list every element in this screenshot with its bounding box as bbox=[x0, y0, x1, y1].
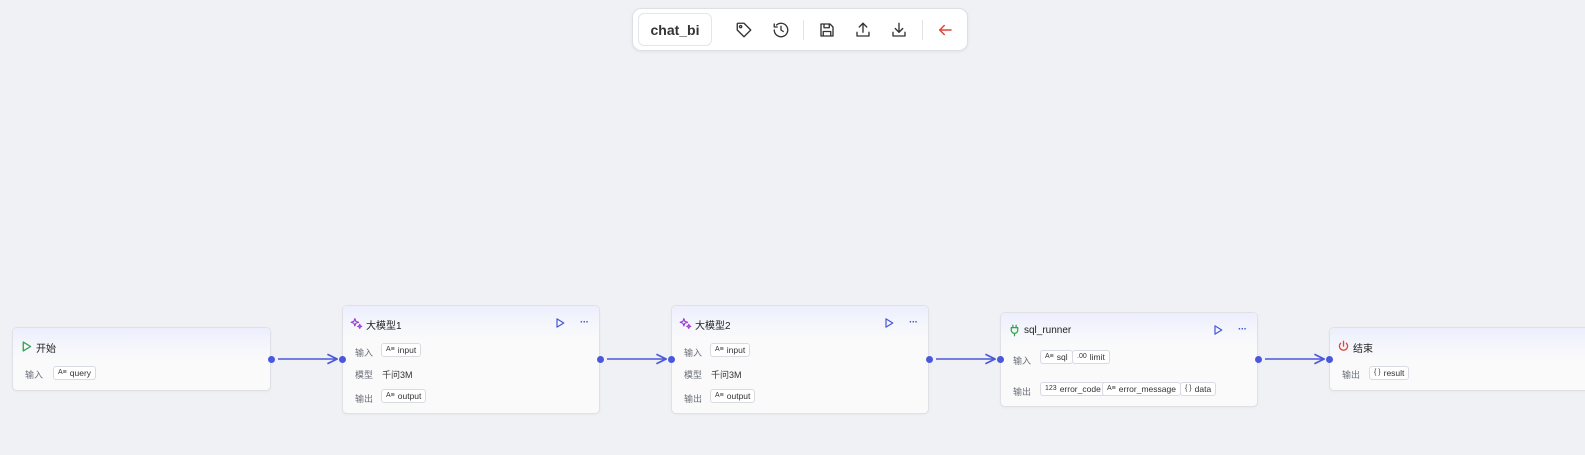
play-icon bbox=[556, 318, 565, 328]
play-icon bbox=[1214, 325, 1223, 335]
output-label: 输出 bbox=[1013, 387, 1032, 397]
sparkles-icon bbox=[350, 317, 363, 330]
import-button[interactable] bbox=[887, 18, 911, 42]
output-param-chip: A≡output bbox=[381, 389, 427, 403]
plug-icon bbox=[1008, 324, 1021, 337]
llm-node-2[interactable]: 大模型2 ··· 输入 A≡input 模型 千问3M 输出 A≡output bbox=[668, 305, 933, 414]
more-options-button[interactable]: ··· bbox=[1238, 324, 1247, 335]
back-button[interactable] bbox=[933, 18, 957, 42]
input-port[interactable] bbox=[339, 356, 346, 363]
power-icon bbox=[1337, 340, 1350, 353]
output-param-chip: A≡output bbox=[710, 389, 756, 403]
input-param-chip: A≡sql bbox=[1040, 350, 1073, 364]
end-node[interactable]: 结束 输出 { }result bbox=[1326, 327, 1585, 391]
play-icon bbox=[885, 318, 894, 328]
input-param-chip: A≡input bbox=[710, 343, 751, 357]
node-title: sql_runner bbox=[1024, 325, 1072, 336]
input-label: 输入 bbox=[25, 370, 44, 380]
run-node-button[interactable] bbox=[1212, 324, 1224, 336]
input-port[interactable] bbox=[997, 356, 1004, 363]
upload-icon bbox=[856, 22, 870, 37]
input-port[interactable] bbox=[1326, 356, 1333, 363]
node-title: 开始 bbox=[36, 344, 56, 355]
node-header bbox=[13, 328, 270, 362]
download-icon bbox=[892, 22, 906, 37]
node-header bbox=[1330, 328, 1585, 362]
output-param-chip: { }result bbox=[1369, 366, 1410, 380]
node-title: 大模型1 bbox=[366, 321, 402, 332]
history-button[interactable] bbox=[769, 18, 793, 42]
output-param-chip: A≡error_message bbox=[1102, 382, 1181, 396]
export-button[interactable] bbox=[851, 18, 875, 42]
output-port[interactable] bbox=[1255, 356, 1262, 363]
input-port[interactable] bbox=[668, 356, 675, 363]
output-label: 输出 bbox=[1342, 370, 1361, 380]
input-label: 输入 bbox=[684, 348, 703, 358]
sparkles-icon bbox=[679, 317, 692, 330]
play-icon bbox=[20, 340, 33, 353]
arrow-left-icon bbox=[939, 24, 952, 36]
output-port[interactable] bbox=[597, 356, 604, 363]
node-title: 结束 bbox=[1353, 344, 1373, 355]
toolbar-divider bbox=[803, 20, 804, 40]
node-header bbox=[343, 306, 599, 340]
model-label: 模型 bbox=[355, 370, 374, 380]
output-port[interactable] bbox=[926, 356, 933, 363]
output-label: 输出 bbox=[355, 394, 374, 404]
tag-icon bbox=[736, 22, 752, 38]
more-options-button[interactable]: ··· bbox=[909, 317, 918, 328]
model-value: 千问3M bbox=[711, 370, 742, 380]
tag-button[interactable] bbox=[732, 18, 756, 42]
llm-node-1[interactable]: 大模型1 ··· 输入 A≡input 模型 千问3M 输出 A≡output bbox=[339, 305, 604, 414]
output-param-chip: { }data bbox=[1180, 382, 1217, 396]
save-icon bbox=[820, 23, 834, 37]
input-param-chip: A≡input bbox=[381, 343, 422, 357]
input-label: 输入 bbox=[355, 348, 374, 358]
output-label: 输出 bbox=[684, 394, 703, 404]
run-node-button[interactable] bbox=[554, 317, 566, 329]
start-node[interactable]: 开始 输入 A≡query bbox=[12, 327, 275, 391]
history-icon bbox=[773, 22, 789, 38]
input-label: 输入 bbox=[1013, 356, 1032, 366]
node-header bbox=[1001, 313, 1257, 347]
run-node-button[interactable] bbox=[883, 317, 895, 329]
output-port[interactable] bbox=[268, 356, 275, 363]
node-header bbox=[672, 306, 928, 340]
workflow-toolbar: chat_bi bbox=[632, 8, 968, 51]
toolbar-divider bbox=[922, 20, 923, 40]
more-options-button[interactable]: ··· bbox=[580, 317, 589, 328]
save-button[interactable] bbox=[815, 18, 839, 42]
model-label: 模型 bbox=[684, 370, 703, 380]
node-title: 大模型2 bbox=[695, 321, 731, 332]
model-value: 千问3M bbox=[382, 370, 413, 380]
input-param-chip: A≡query bbox=[53, 366, 97, 380]
workflow-title[interactable]: chat_bi bbox=[638, 13, 712, 46]
